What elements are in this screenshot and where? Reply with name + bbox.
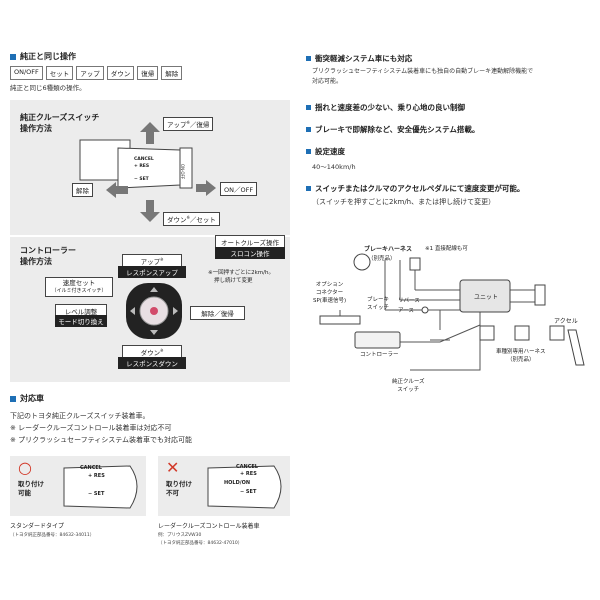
controller-icon (354, 331, 401, 349)
harness-connector-a (479, 325, 495, 341)
feature-collision-text: プリクラッシュセーフティシステム装着車にも独自の自動ブレーキ連動解除機能で 対応… (312, 68, 534, 85)
illumination-icon (150, 307, 158, 315)
switch-panel: 純正クルーズスイッチ 操作方法 CANCEL + RES − SET ON·OF… (10, 100, 290, 235)
ctrl-response-down: レスポンスダウン (118, 357, 186, 369)
feature-speed-text: 40～140km/h (312, 163, 356, 171)
option-connector-icon (319, 315, 361, 325)
controller-dial (126, 283, 182, 339)
ng-lever-shape (207, 465, 282, 509)
harness-connector-b (514, 325, 530, 341)
label-down-set: ダウン※／セット (163, 212, 220, 226)
ctrl-response-up: レスポンスアップ (118, 266, 186, 278)
sukon-label: スロコン操作 (215, 247, 285, 259)
ng-lever-illustration (207, 465, 282, 509)
arrow-right-icon (196, 180, 216, 196)
ok-part: （トヨタ純正部品番号：84632-34011） (10, 533, 95, 538)
wire-option-connector: オプション コネクター SP(車速信号) (313, 282, 347, 304)
dial-down-icon (150, 330, 158, 335)
feature-speed: 設定速度 (306, 146, 345, 157)
square-bullet-icon (306, 149, 311, 154)
lever-onoff-label: ON·OFF (180, 164, 185, 180)
feature-safety: ブレーキで即解除など、安全優先システム搭載。 (306, 124, 479, 135)
wire-unit-label: ユニット (474, 294, 499, 301)
feature-collision: 衝突軽減システム車にも対応 (306, 53, 412, 64)
unit-box (459, 279, 511, 313)
lever-tip (179, 147, 193, 189)
dial-right-icon (173, 307, 178, 315)
ng-type: レーダークルーズコントロール装着車 (158, 523, 260, 530)
ctrl-mode-switch: モード切り換え (55, 315, 107, 327)
square-bullet-icon (306, 56, 311, 61)
ok-lever-illustration (63, 465, 138, 509)
compat-ng-card: ✕ 取り付け 不可 CANCEL + RES HOLD/ON − SET (158, 456, 290, 516)
compat-ok-card: ○ 取り付け 可能 CANCEL + RES − SET (10, 456, 146, 516)
lever-labels: CANCEL + RES − SET (134, 157, 154, 182)
tag-set: セット (45, 66, 74, 80)
controller-wire (400, 324, 481, 343)
square-bullet-icon (306, 105, 311, 110)
wire-brake-sub: （別売品） (368, 256, 396, 262)
ok-lever-shape (63, 465, 138, 509)
section-same-operation: 純正と同じ操作 (10, 51, 76, 62)
brake-switch-icon (353, 253, 371, 271)
ng-lever-text: CANCEL + RES HOLD/ON − SET (224, 464, 258, 495)
ctrl-speed-set: 速度セット （イルミ付きスイッチ） (45, 277, 113, 297)
ng-label: 取り付け 不可 (166, 480, 192, 497)
controller-panel: コントローラー 操作方法 オートクルーズ操作 スロコン操作 アップ※ レスポンス… (10, 235, 290, 382)
arrow-down-icon (140, 200, 160, 222)
tag-down: ダウン (106, 66, 135, 80)
ok-lever-text: CANCEL + RES − SET (80, 465, 105, 497)
ctrl-cancel-resume: 解除／復帰 (190, 306, 245, 320)
switch-illustration (79, 122, 216, 222)
feature-switch: スイッチまたはクルマのアクセルペダルにて速度変更が可能。 (306, 183, 524, 194)
brake-connector (409, 257, 421, 271)
wiring-diagram (319, 253, 585, 371)
dial-up-icon (150, 287, 158, 292)
wire-accel: アクセル (554, 318, 578, 325)
arrow-left-icon (106, 182, 128, 198)
operation-note: 純正と同じ6種類の操作。 (10, 84, 86, 92)
wire-vehicle-harness: 車種別専用ハーネス （別売品） (496, 349, 546, 363)
dial-left-icon (130, 307, 135, 315)
tag-up: アップ (76, 66, 104, 80)
tag-cancel: 解除 (161, 66, 183, 80)
compat-text: 下記のトヨタ純正クルーズスイッチ装着車。 ※ レーダークルーズコントロール装着車… (10, 412, 193, 444)
reverse-terminal (421, 306, 429, 314)
label-up-resume: アップ※／復帰 (163, 117, 214, 131)
tag-onoff: ON/OFF (10, 66, 43, 80)
ok-label: 取り付け 可能 (18, 480, 44, 497)
ok-circle-icon: ○ (18, 458, 32, 477)
ng-part: 例：プリウスZVW30 （トヨタ純正部品番号：84632-47010） (158, 533, 243, 546)
controller-panel-title: コントローラー 操作方法 (20, 246, 76, 266)
feature-smooth: 揺れと速度差の少ない、乗り心地の良い制御 (306, 102, 465, 113)
unit-to-harness (510, 289, 535, 303)
operation-tags: ON/OFF セット アップ ダウン 復帰 解除 (10, 66, 183, 80)
wire-bus (385, 289, 460, 311)
feature-switch-text: （スイッチを押すごとに2km/h、または押し続けて変更） (312, 198, 496, 206)
label-cancel: 解除 (72, 183, 93, 197)
wire-brake-note: ※1 直接配線も可 (425, 246, 468, 252)
section-compatible: 対応車 (10, 393, 44, 404)
ctrl-note: ※一回押すごとに2km/h。 押し続けて変更 (208, 270, 274, 284)
square-bullet-icon (10, 53, 16, 60)
arrow-up-icon (140, 122, 160, 144)
harness-connector-c (549, 325, 565, 341)
label-onoff: ON／OFF (220, 182, 258, 196)
accel-pedal-icon (567, 329, 585, 366)
square-bullet-icon (306, 186, 311, 191)
wire-controller: コントローラー (360, 352, 399, 358)
switch-panel-title: 純正クルーズスイッチ 操作方法 (20, 113, 100, 133)
wire-brake-harness: ブレーキハーネス (364, 246, 413, 253)
wire-reverse-earth: リバース アース (398, 298, 420, 314)
square-bullet-icon (10, 395, 16, 402)
square-bullet-icon (306, 127, 311, 132)
ok-type: スタンダードタイプ (10, 523, 65, 530)
wire-brake-switch: ブレーキ スイッチ (367, 297, 390, 311)
harness-connector-left (534, 284, 546, 306)
tag-resume: 復帰 (137, 66, 159, 80)
ng-cross-icon: ✕ (166, 458, 180, 477)
wire-cruise-switch: 純正クルーズ スイッチ (392, 379, 425, 393)
